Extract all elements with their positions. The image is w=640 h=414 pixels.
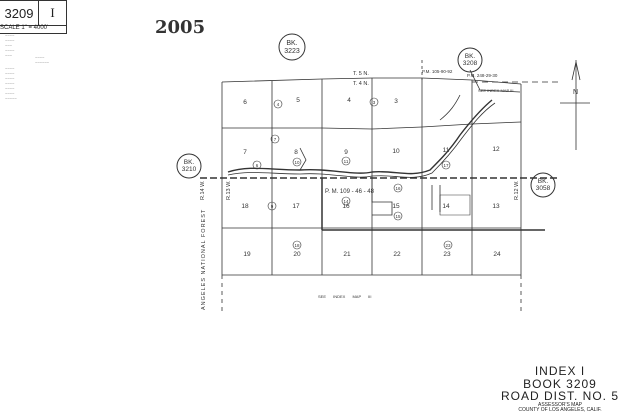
page-circles: 4 3 7 6 10 11 9 14 15 16 17 18 23 [252, 97, 453, 250]
book-circle-3223: BK. 3223 [278, 33, 306, 61]
svg-text:7: 7 [274, 137, 277, 142]
index-label: INDEX I [534, 364, 586, 378]
svg-text:10: 10 [294, 160, 300, 165]
svg-text:3210: 3210 [182, 166, 197, 173]
section-number: 9 [344, 149, 348, 156]
section-number: 17 [292, 203, 300, 210]
township-south: T. 4 N. [353, 81, 369, 87]
north-arrow-icon [560, 60, 590, 150]
section-numbers: 6 5 4 3 7 8 9 10 11 12 18 17 16 15 14 13… [241, 97, 501, 258]
svg-text:BK.: BK. [184, 159, 195, 166]
section-number: 4 [347, 97, 351, 104]
scale-label: SCALE 1" = 4000' [0, 24, 67, 34]
margin-notes: ~~~~~~~~~~~~~~~~~~ [5, 33, 15, 58]
svg-text:3: 3 [373, 100, 376, 105]
parcel-map-ref: P. M. 109 - 46 - 48 [325, 189, 375, 195]
map-title-box: 3209 I [0, 0, 67, 26]
margin-notes: ~~~~~~~~~~~~~~~~~~~~~~~~~~~~~ [5, 66, 17, 101]
page-circle: 18 [292, 240, 302, 250]
map-info-block: INDEX I BOOK 3209 ROAD DIST. NO. 5 ASSES… [480, 365, 640, 413]
book-circle-3058: BK. 3058 [530, 172, 556, 198]
section-number: 16 [342, 203, 350, 210]
section-number: 3 [394, 98, 398, 105]
page-circle: 15 [393, 211, 403, 221]
section-number: 23 [443, 251, 451, 258]
section-number: 22 [393, 251, 401, 258]
section-number: 15 [392, 203, 400, 210]
svg-text:3223: 3223 [284, 48, 300, 55]
page-circle: 11 [341, 156, 351, 166]
section-number: 13 [492, 203, 500, 210]
page-circle: 16 [393, 183, 403, 193]
road-district-label: ROAD DIST. NO. 5 [500, 389, 620, 404]
forest-label: ANGELES NATIONAL FOREST [201, 209, 207, 310]
section-number: 12 [492, 146, 500, 153]
map-year: 2005 [155, 17, 206, 38]
book-label: BOOK 3209 [523, 376, 597, 391]
section-number: 20 [293, 251, 301, 258]
section-number: 19 [243, 251, 251, 258]
page-circle: 17 [441, 160, 451, 170]
section-number: 8 [294, 149, 298, 156]
svg-text:23: 23 [445, 243, 451, 248]
svg-text:9: 9 [271, 204, 274, 209]
svg-text:15: 15 [395, 214, 401, 219]
margin-notes: ~~~~~~~~~~ [35, 55, 50, 65]
svg-text:16: 16 [395, 186, 401, 191]
svg-text:17: 17 [443, 163, 449, 168]
section-number: 18 [241, 203, 249, 210]
adjacent-book-circles: BK. 3223 BK. 3208 BK. 3210 BK. 3058 [176, 33, 556, 198]
section-number: 24 [493, 251, 501, 258]
section-number: 6 [243, 99, 247, 106]
parcel-map-ref: P.M. 105-90-92 [422, 69, 453, 74]
section-number: 21 [343, 251, 351, 258]
north-label: N [573, 89, 578, 96]
section-number: 11 [443, 147, 450, 154]
parcel-map-ref: P.M. 248-29-30 [467, 73, 498, 78]
map-type-label: ASSESSOR'S MAP [537, 401, 583, 408]
page-circle: 9 [267, 201, 277, 211]
svg-text:3208: 3208 [463, 60, 478, 67]
book-number: 3209 [0, 1, 39, 25]
page-circle: 7 [270, 134, 280, 144]
book-circle-3208: BK. 3208 [457, 47, 483, 73]
page-circle: 4 [273, 99, 283, 109]
page-circle: 3 [369, 97, 379, 107]
range-label-14w: R.14 W. [200, 180, 206, 200]
section-number: 14 [442, 203, 450, 210]
svg-text:4: 4 [277, 102, 280, 107]
svg-text:6: 6 [256, 163, 259, 168]
range-label-13w: R.13 W. [226, 180, 232, 200]
svg-text:BK.: BK. [286, 40, 297, 47]
section-number: 5 [296, 97, 300, 104]
page-circle: 10 [292, 157, 302, 167]
index-numeral: I [50, 5, 55, 20]
book-circle-3210: BK. 3210 [176, 153, 202, 179]
see-index-note: SEE INDEX MAP III [318, 294, 372, 299]
section-number: 7 [243, 149, 247, 156]
svg-text:18: 18 [294, 243, 300, 248]
svg-text:3058: 3058 [536, 185, 551, 192]
see-index-note: SEE INDEX MAP III [478, 88, 514, 93]
county-label: COUNTY OF LOS ANGELES, CALIF. [518, 407, 602, 414]
svg-text:11: 11 [344, 159, 349, 164]
range-label-12w: R.12 W. [514, 180, 520, 200]
page-circle: 14 [341, 196, 351, 206]
page-circle: 6 [252, 160, 262, 170]
svg-text:14: 14 [343, 199, 349, 204]
page-circle: 23 [443, 240, 453, 250]
svg-text:BK.: BK. [465, 53, 476, 60]
township-north: T. 5 N. [353, 71, 369, 77]
section-number: 10 [392, 148, 400, 155]
svg-text:BK.: BK. [538, 178, 549, 185]
